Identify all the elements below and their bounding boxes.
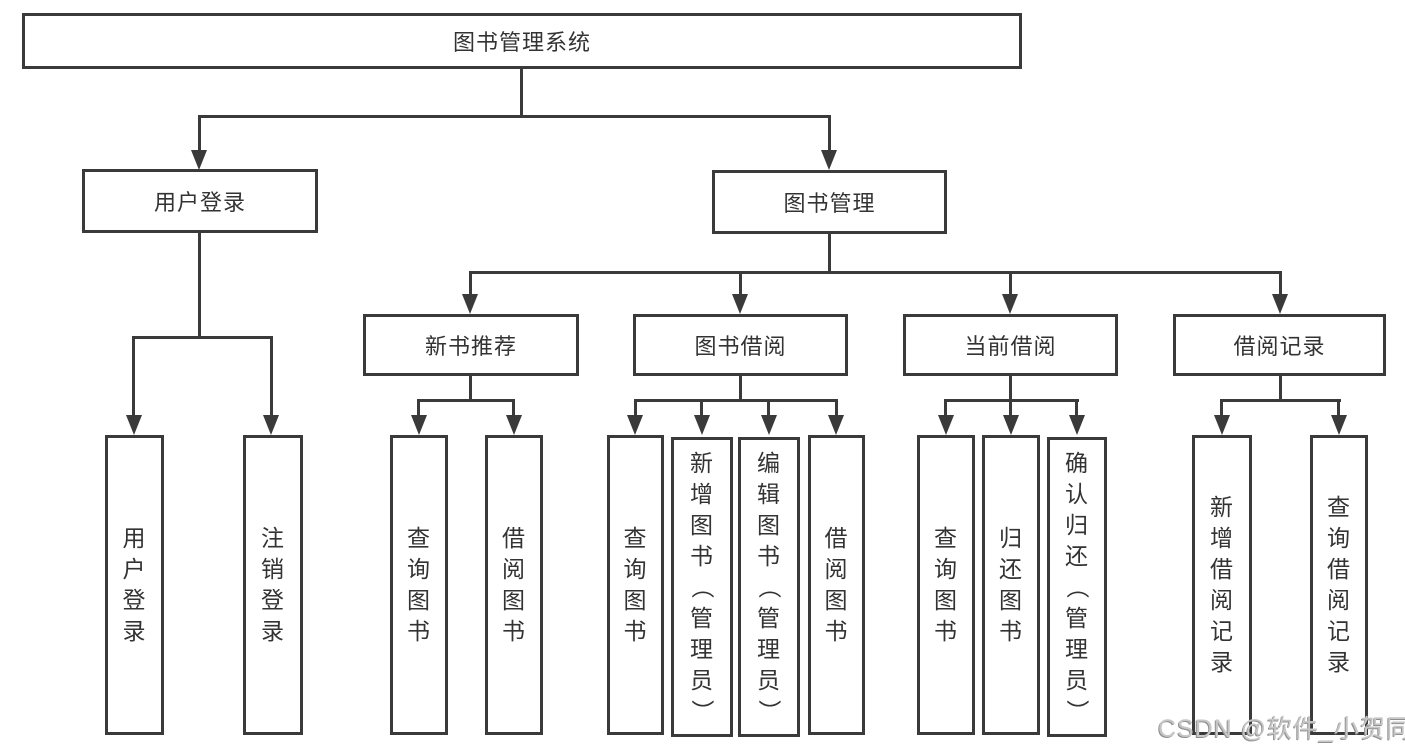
connector-line bbox=[1279, 376, 1282, 402]
arrowhead-icon bbox=[821, 150, 837, 170]
leaf-label: 借阅图书 bbox=[824, 525, 849, 644]
leaf-label: 用户登录 bbox=[122, 525, 147, 644]
arrowhead-icon bbox=[1002, 294, 1018, 314]
arrowhead-icon bbox=[1331, 415, 1347, 435]
node-current-borrowing: 当前借阅 bbox=[903, 314, 1118, 376]
connector-line bbox=[739, 376, 742, 402]
leaf-label: 查询借阅记录 bbox=[1327, 494, 1351, 675]
connector-line bbox=[767, 399, 770, 417]
node-label: 当前借阅 bbox=[964, 334, 1057, 359]
arrowhead-icon bbox=[627, 415, 643, 435]
connector-line bbox=[469, 376, 472, 402]
connector-line bbox=[1220, 399, 1223, 417]
leaf-add-borrow-record: 新增借阅记录 bbox=[1192, 435, 1252, 735]
connector-line bbox=[739, 271, 742, 296]
connector-line bbox=[198, 233, 201, 338]
node-label: 图书借阅 bbox=[694, 334, 787, 359]
connector-line bbox=[944, 399, 947, 417]
connector-line bbox=[1337, 399, 1340, 417]
connector-line bbox=[469, 271, 472, 296]
node-label: 借阅记录 bbox=[1233, 334, 1326, 359]
leaf-label: 新增图书（管理员） bbox=[689, 449, 716, 724]
connector-line bbox=[1075, 399, 1078, 417]
connector-line bbox=[132, 336, 135, 417]
connector-line bbox=[700, 399, 703, 417]
node-borrow-records: 借阅记录 bbox=[1173, 314, 1386, 376]
connector-line bbox=[1009, 376, 1012, 402]
leaf-query-book-recommend: 查询图书 bbox=[390, 435, 448, 735]
arrowhead-icon bbox=[462, 294, 478, 314]
leaf-user-login: 用户登录 bbox=[105, 435, 164, 735]
leaf-confirm-return-admin: 确认归还（管理员） bbox=[1047, 437, 1107, 737]
connector-line bbox=[835, 399, 838, 417]
connector-line bbox=[1009, 399, 1012, 417]
watermark: CSDN @软件_小贺同学 bbox=[1158, 715, 1405, 743]
leaf-label: 查询图书 bbox=[407, 525, 431, 644]
node-label: 图书管理 bbox=[783, 191, 876, 216]
leaf-query-book-borrow: 查询图书 bbox=[607, 435, 664, 735]
arrowhead-icon bbox=[126, 415, 142, 435]
node-book-management: 图书管理 bbox=[712, 170, 947, 234]
connector-line bbox=[828, 234, 831, 274]
connector-line bbox=[1279, 271, 1282, 296]
connector-line bbox=[417, 399, 420, 417]
arrowhead-icon bbox=[1003, 415, 1019, 435]
node-label: 用户登录 bbox=[153, 190, 246, 215]
leaf-label: 确认归还（管理员） bbox=[1064, 449, 1091, 724]
arrowhead-icon bbox=[694, 415, 710, 435]
connector-line bbox=[1220, 399, 1341, 402]
leaf-return-book: 归还图书 bbox=[982, 435, 1040, 735]
arrowhead-icon bbox=[263, 415, 279, 435]
leaf-query-borrow-record: 查询借阅记录 bbox=[1310, 435, 1368, 735]
connector-line bbox=[634, 399, 637, 417]
arrowhead-icon bbox=[1214, 415, 1230, 435]
arrowhead-icon bbox=[938, 415, 954, 435]
connector-line bbox=[132, 336, 273, 339]
leaf-edit-book-admin: 编辑图书（管理员） bbox=[738, 437, 800, 737]
connector-line bbox=[1009, 271, 1012, 296]
leaf-label: 归还图书 bbox=[999, 525, 1023, 644]
arrowhead-icon bbox=[761, 415, 777, 435]
leaf-label: 查询图书 bbox=[623, 525, 648, 644]
connector-line bbox=[828, 115, 831, 152]
arrowhead-icon bbox=[506, 415, 522, 435]
leaf-label: 新增借阅记录 bbox=[1210, 494, 1234, 675]
node-label: 新书推荐 bbox=[424, 334, 517, 359]
leaf-logout: 注销登录 bbox=[243, 435, 303, 735]
leaf-label: 编辑图书（管理员） bbox=[756, 449, 783, 724]
connector-line bbox=[270, 336, 273, 417]
connector-line bbox=[417, 399, 515, 402]
leaf-label: 借阅图书 bbox=[502, 525, 526, 644]
arrowhead-icon bbox=[828, 415, 844, 435]
node-new-book-recommend: 新书推荐 bbox=[363, 314, 579, 376]
connector-line bbox=[469, 271, 1282, 274]
node-root-label: 图书管理系统 bbox=[452, 30, 591, 55]
leaf-borrow-book: 借阅图书 bbox=[808, 435, 865, 735]
leaf-label: 注销登录 bbox=[261, 525, 285, 644]
connector-line bbox=[198, 115, 201, 152]
node-root-system: 图书管理系统 bbox=[22, 13, 1022, 69]
connector-line bbox=[198, 115, 831, 118]
leaf-label: 查询图书 bbox=[934, 525, 958, 644]
arrowhead-icon bbox=[1272, 294, 1288, 314]
node-book-borrowing: 图书借阅 bbox=[633, 314, 848, 376]
arrowhead-icon bbox=[1069, 415, 1085, 435]
node-user-login: 用户登录 bbox=[82, 169, 318, 233]
connector-line bbox=[634, 399, 838, 402]
leaf-borrow-book-recommend: 借阅图书 bbox=[485, 435, 543, 735]
connector-line bbox=[512, 399, 515, 417]
arrowhead-icon bbox=[732, 294, 748, 314]
connector-line bbox=[520, 69, 523, 117]
arrowhead-icon bbox=[191, 150, 207, 170]
leaf-add-book-admin: 新增图书（管理员） bbox=[671, 437, 733, 737]
leaf-query-book-current: 查询图书 bbox=[917, 435, 975, 735]
arrowhead-icon bbox=[411, 415, 427, 435]
